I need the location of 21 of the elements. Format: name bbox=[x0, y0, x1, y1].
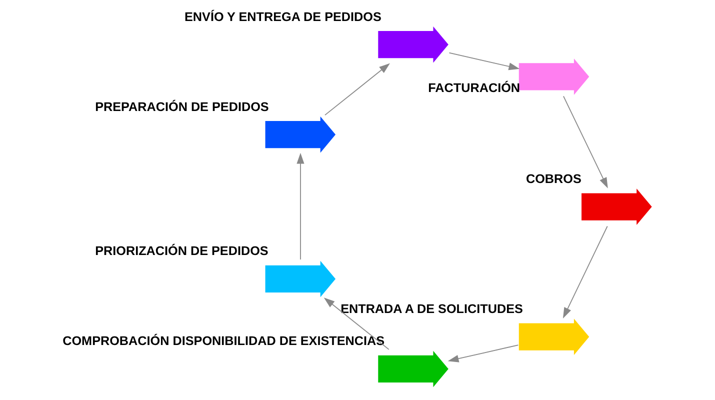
node-arrow bbox=[580, 186, 653, 228]
node-label: PRIORIZACIÓN DE PEDIDOS bbox=[95, 244, 268, 258]
arrow bbox=[448, 344, 519, 362]
arrow bbox=[562, 226, 608, 318]
node-label: COMPROBACIÓN DISPONIBILIDAD DE EXISTENCIAS bbox=[62, 334, 385, 348]
node-arrow bbox=[518, 56, 590, 98]
arrow bbox=[324, 298, 390, 350]
arrow bbox=[563, 96, 608, 188]
node-arrow bbox=[264, 258, 337, 300]
node-label: ENVÍO Y ENTREGA DE PEDIDOS bbox=[184, 10, 382, 24]
node-arrow bbox=[264, 114, 337, 156]
node-arrow bbox=[377, 24, 450, 66]
node-arrow bbox=[518, 316, 590, 358]
node-label: COBROS bbox=[526, 172, 582, 186]
arrow bbox=[324, 63, 390, 116]
node-label: FACTURACIÓN bbox=[428, 80, 520, 95]
node-label: ENTRADA A DE SOLICITUDES bbox=[340, 302, 523, 316]
node-arrow bbox=[377, 348, 450, 390]
node-label: PREPARACIÓN DE PEDIDOS bbox=[95, 100, 269, 114]
arrow bbox=[296, 152, 304, 260]
arrow bbox=[448, 52, 520, 70]
